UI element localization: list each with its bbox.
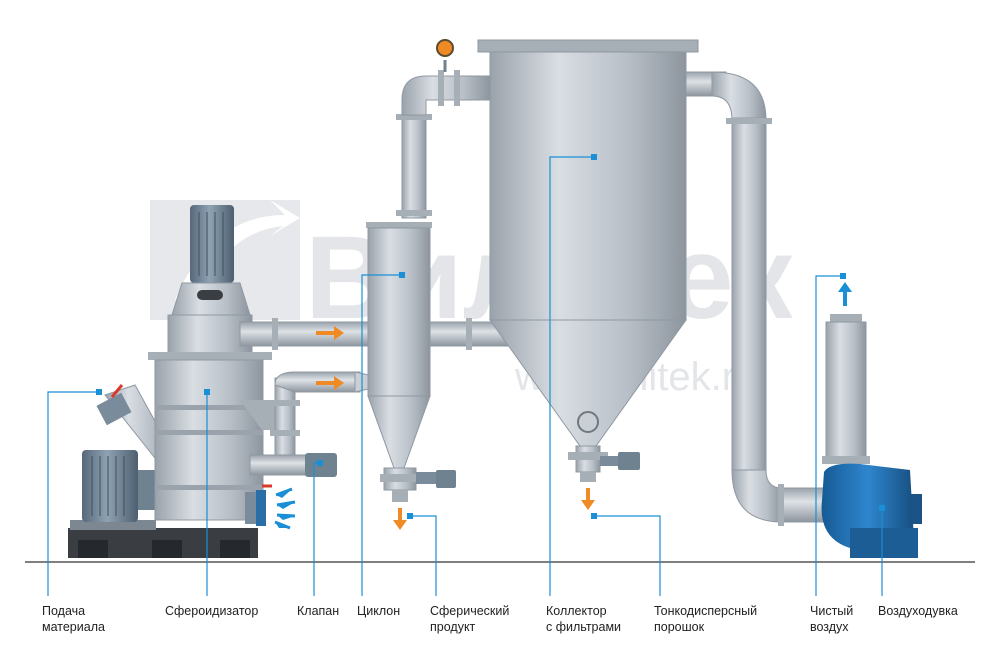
filter-collector (477, 39, 699, 510)
label-feed: Подача материала (42, 604, 105, 634)
air-intake-arrows-icon (274, 487, 296, 530)
blower-unit (821, 282, 922, 558)
feed-unit (68, 384, 258, 558)
spheroidizer (148, 205, 275, 526)
pressure-gauge-icon (436, 39, 454, 57)
leader-dots (96, 154, 885, 519)
label-fine-powder: Тонкодисперсный порошок (654, 604, 758, 634)
label-blower: Воздуходувка (878, 604, 958, 618)
label-spheroidizer: Сфероидизатор (165, 604, 259, 618)
cyclone (366, 39, 491, 530)
label-cyclone: Циклон (357, 604, 401, 618)
label-spherical-product: Сферический продукт (430, 604, 510, 634)
label-clean-air: Чистый воздух (810, 604, 854, 634)
spheroidizer-motor-icon (190, 205, 234, 283)
feed-motor-icon (82, 450, 138, 522)
label-valve: Клапан (297, 604, 340, 618)
exhaust-duct (685, 71, 825, 526)
blower-icon (821, 463, 914, 548)
label-filter-collector: Коллектор с фильтрами (546, 604, 622, 634)
